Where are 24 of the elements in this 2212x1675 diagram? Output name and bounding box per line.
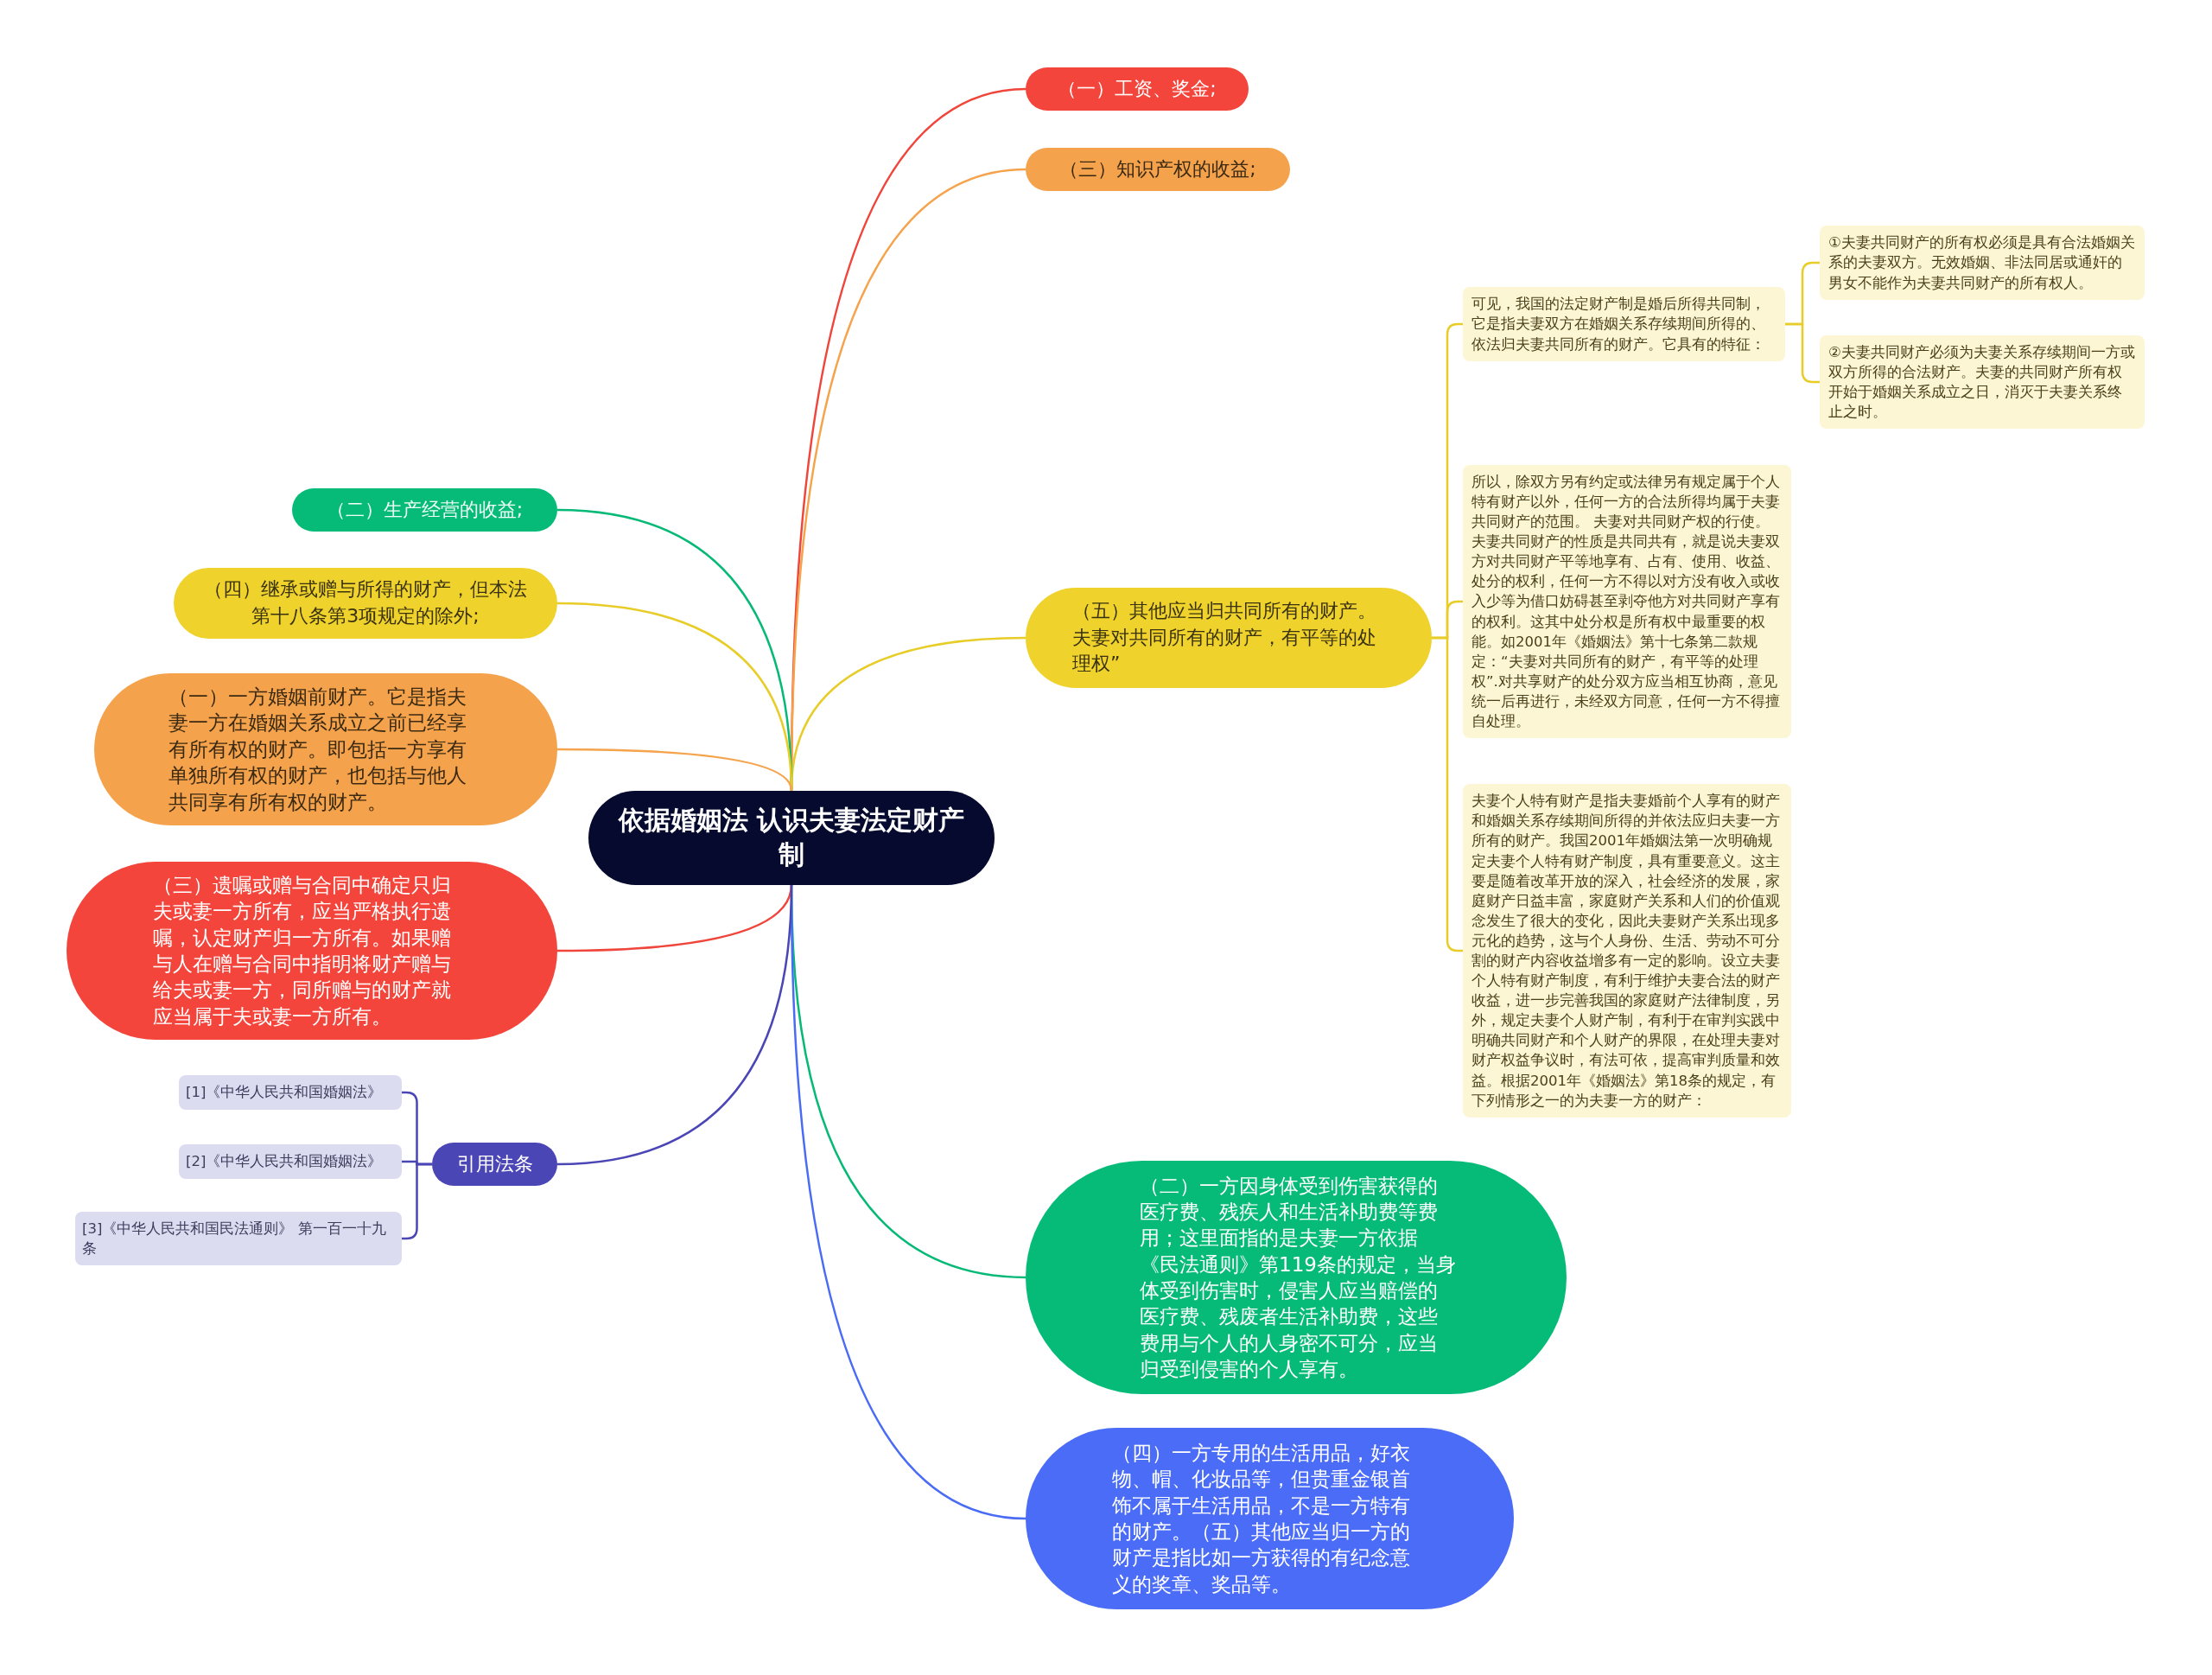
connector-line [556,884,793,1166]
citation-card: [3]《中华人民共和国民法通则》 第一百一十九条 [75,1211,402,1266]
topic-pill: （二）生产经营的收益; [292,487,557,532]
note-card: 夫妻个人特有财产是指夫妻婚前个人享有的财产和婚姻关系存续期间所得的并依法应归夫妻一方所有的财产。我国2001年婚姻法第一次明确规定夫妻个人特有财产制度，具有重要意义。这主要是随着改革开放的深入，社会经济的发展，家庭财产日益丰富，家庭财产关系和人们的价值观念发生了很大的变化，因此夫妻财产关系出现多元化的趋势，这与个人身份、生活、劳动不可分割的财产内容收益增多有一定的影响。设立夫妻个人特有财产制度，有利于维护夫妻合法的财产收益，进一步完善我国的家庭财产法律制度，另外，规定夫妻个人财产制，有利于在审判实践中明确共同财产和个人财产的界限，在处理夫妻对财产权益争议时，有法可依，提高审判质量和效益。根据2001年《婚姻法》第18条的规定，有下列情形之一的为夫妻一方的财产： [1463,784,1791,1118]
note-card: ②夫妻共同财产必须为夫妻关系存续期间一方或双方所得的合法财产。夫妻的共同财产所有权开始于婚姻关系成立之日，消灭于夫妻关系终止之时。 [1820,334,2145,430]
topic-pill: （三）知识产权的收益; [1026,147,1290,192]
note-card: 可见，我国的法定财产制是婚后所得共同制，它是指夫妻双方在婚姻关系存续期间所得的、依法归夫妻共同所有的财产。它具有的特征： [1463,287,1785,361]
central-topic: 依据婚姻法 认识夫妻法定财产制 [588,790,995,885]
connector-line [557,748,793,791]
topic-pill: （二）一方因身体受到伤害获得的医疗费、残疾人和生活补助费等费用；这里面指的是夫妻一方依据《民法通则》第119条的规定，当身体受到伤害时，侵害人应当赔偿的医疗费、残废者生活补助费，这些费用与个人的人身密不可分，应当归受到侵害的个人享有。 [1026,1160,1567,1395]
connector-line [1785,322,1820,384]
citation-card: [1]《中华人民共和国婚姻法》 [179,1075,402,1110]
connector-line [1432,636,1463,952]
topic-pill: （五）其他应当归共同所有的财产。夫妻对共同所有的财产，有平等的处理权” [1026,587,1432,689]
note-card: ①夫妻共同财产的所有权必须是具有合法婚姻关系的夫妻双方。无效婚姻、非法同居或通奸的男女不能作为夫妻共同财产的所有权人。 [1820,226,2145,300]
connector-line [557,884,793,952]
topic-pill: （一）工资、奖金; [1026,67,1249,111]
note-card: 所以，除双方另有约定或法律另有规定属于个人特有财产以外，任何一方的合法所得均属于夫妻共同财产的范围。 夫妻对共同财产权的行使。夫妻共同财产的性质是共同共有，就是说夫妻双方对共同财产平等地享有、占有、使用、收益、处分的权利，任何一方不得以对方没有收入或收入少等为借口妨碍甚至剥夺他方对共同财产享有的权利。这其中处分权是所有权中最重要的权能。如2001年《婚姻法》第十七条第二款规定：“夫妻对共同所有的财产，有平等的处理权”.对共享财产的处分双方应当相互协商，意见统一后再进行，未经双方同意，任何一方不得擅自处理。 [1463,464,1791,739]
citation-card: [2]《中华人民共和国婚姻法》 [179,1144,402,1179]
topic-pill: （四）继承或赠与所得的财产，但本法第十八条第3项规定的除外; [174,568,557,639]
topic-pill: （三）遗嘱或赠与合同中确定只归夫或妻一方所有，应当严格执行遗嘱，认定财产归一方所有。如果赠与人在赠与合同中指明将财产赠与给夫或妻一方，同所赠与的财产就应当属于夫或妻一方所有。 [67,861,557,1041]
topic-pill: （一）一方婚姻前财产。它是指夫妻一方在婚姻关系成立之前已经享有所有权的财产。即包括一方享有单独所有权的财产，也包括与他人共同享有所有权的财产。 [94,673,557,825]
topic-pill: 引用法条 [432,1142,557,1187]
topic-pill: （四）一方专用的生活用品，好衣物、帽、化妆品等，但贵重金银首饰不属于生活用品，不是一方特有的财产。（五）其他应当归一方的财产是指比如一方获得的有纪念意义的奖章、奖品等。 [1026,1427,1514,1610]
